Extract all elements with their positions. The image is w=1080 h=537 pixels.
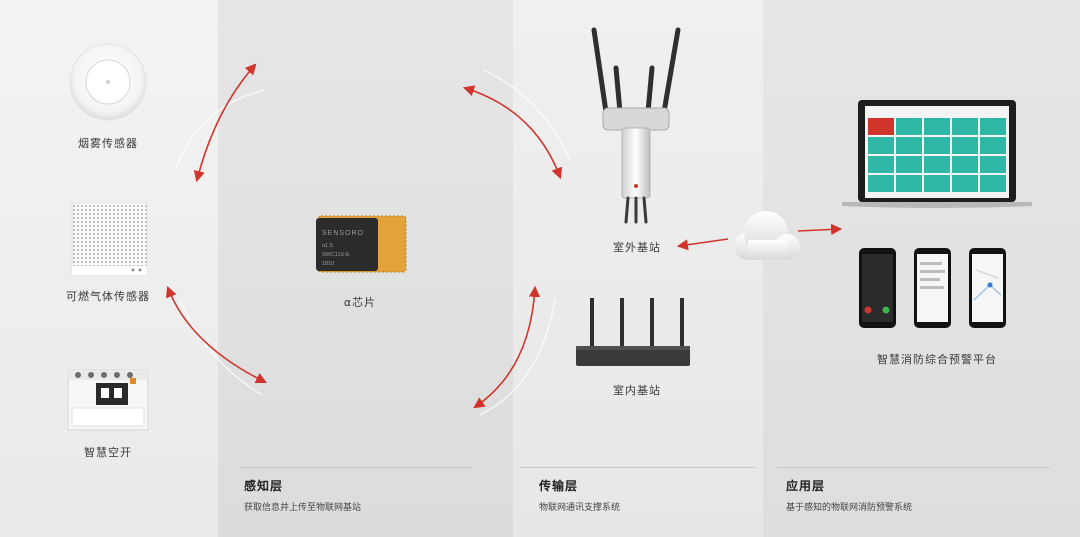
layer-title-transmission: 传输层 — [539, 479, 579, 493]
dashboard-tile — [924, 175, 950, 192]
layer-divider-2 — [520, 467, 755, 468]
cloud-icon — [734, 211, 800, 260]
dashboard-tile — [896, 156, 922, 173]
smoke-sensor-icon — [69, 43, 147, 121]
dashboard-tile — [924, 137, 950, 154]
arrow-cloud-platform — [797, 223, 843, 236]
chip-line-3: 1810 — [322, 261, 334, 267]
smart-breaker-label: 智慧空开 — [84, 446, 132, 459]
layer-desc-application: 基于感知的物联网消防预警系统 — [786, 503, 913, 513]
dashboard-tile — [868, 137, 894, 154]
platform-label: 智慧消防综合预警平台 — [877, 353, 997, 366]
outdoor-station-label: 室外基站 — [613, 241, 661, 254]
layer-title-perception: 感知层 — [244, 479, 284, 493]
chip-brand: SENSORO — [322, 230, 364, 237]
arrow-chip-indoor — [473, 285, 541, 409]
dashboard-tile — [896, 137, 922, 154]
arrow-smoke-chip — [193, 63, 257, 183]
layer-title-application: 应用层 — [786, 479, 826, 493]
dashboard-tile — [952, 175, 978, 192]
layer-divider-3 — [777, 467, 1050, 468]
gas-sensor-label: 可燃气体传感器 — [66, 290, 150, 303]
layer-desc-transmission: 物联网通讯支撑系统 — [539, 503, 621, 513]
indoor-station-label: 室内基站 — [613, 384, 661, 397]
dashboard-tile — [868, 118, 894, 135]
smart-breaker-icon — [67, 369, 149, 431]
dashboard-tile — [896, 175, 922, 192]
layer-desc-perception: 获取信息并上传至物联网基站 — [244, 503, 362, 513]
phone-map-icon — [969, 248, 1006, 328]
dashboard-tile — [952, 118, 978, 135]
chip-line-2: SWC11X-E — [322, 252, 350, 258]
layer-divider-1 — [240, 467, 472, 468]
dashboard-tile — [896, 118, 922, 135]
dashboard-tile — [868, 175, 894, 192]
dashboard-tiles — [868, 118, 1006, 192]
flow-arrows — [166, 63, 843, 409]
indoor-base-station-icon — [576, 298, 690, 366]
arrow-outdoor-cloud — [676, 238, 729, 251]
arrow-chip-outdoor — [462, 85, 563, 180]
dashboard-tile — [980, 137, 1006, 154]
dashboard-tile — [980, 156, 1006, 173]
outdoor-base-station-icon — [591, 27, 681, 224]
chip-line-1: α1.5 — [322, 243, 333, 249]
chip-label: α芯片 — [343, 296, 377, 309]
dashboard-tile — [924, 156, 950, 173]
smoke-sensor-label: 烟雾传感器 — [78, 137, 138, 150]
dashboard-tile — [924, 118, 950, 135]
dashboard-tile — [868, 156, 894, 173]
alpha-chip-icon: SENSORO α1.5 SWC11X-E 1810 — [316, 215, 407, 273]
phone-call-icon — [859, 248, 896, 328]
laptop-icon — [842, 100, 1032, 208]
dashboard-tile — [980, 118, 1006, 135]
gas-sensor-icon — [71, 202, 148, 276]
arrow-breaker-chip — [166, 285, 268, 384]
dashboard-tile — [980, 175, 1006, 192]
dashboard-tile — [952, 137, 978, 154]
dashboard-tile — [952, 156, 978, 173]
phone-message-icon — [914, 248, 951, 328]
